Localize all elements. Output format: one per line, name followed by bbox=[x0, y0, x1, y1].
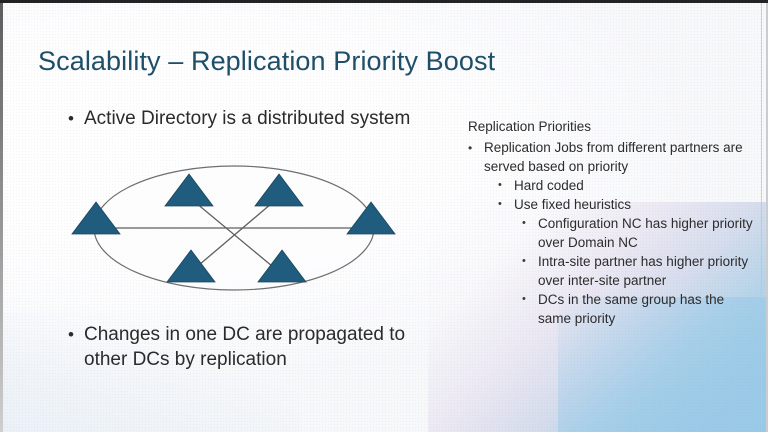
priority-item-hard-coded-text: Hard coded bbox=[514, 178, 584, 193]
slide-background-corner-gradient-inner bbox=[558, 297, 768, 432]
dc-node-top-right bbox=[254, 173, 304, 207]
bullet-marker-icon: • bbox=[498, 198, 502, 210]
bullet-marker-icon: • bbox=[522, 255, 526, 267]
priority-item-same-group-text: DCs in the same group has the same prior… bbox=[538, 292, 725, 326]
priority-item-configuration-nc: • Configuration NC has higher priority o… bbox=[468, 214, 760, 252]
priority-item-hard-coded: • Hard coded bbox=[468, 176, 760, 195]
dc-node-bottom-right bbox=[257, 249, 307, 283]
edge-topleft-to-bottomright bbox=[189, 197, 285, 277]
priority-item-same-group: • DCs in the same group has the same pri… bbox=[468, 290, 760, 328]
dc-node-right bbox=[346, 201, 396, 235]
bullet-marker-icon: • bbox=[468, 141, 473, 155]
bullet-marker-icon: • bbox=[498, 179, 502, 191]
left-bullet-changes-propagated: • Changes in one DC are propagated to ot… bbox=[68, 322, 428, 372]
replication-priorities-panel: Replication Priorities • Replication Job… bbox=[468, 118, 760, 328]
priority-item-replication-jobs: • Replication Jobs from different partne… bbox=[468, 139, 760, 176]
bullet-marker-icon: • bbox=[68, 109, 74, 128]
priority-item-configuration-nc-text: Configuration NC has higher priority ove… bbox=[538, 216, 753, 250]
left-bullet-active-directory: • Active Directory is a distributed syst… bbox=[68, 106, 428, 131]
bullet-marker-icon: • bbox=[68, 325, 74, 344]
replication-priorities-heading: Replication Priorities bbox=[468, 119, 592, 134]
dc-node-bottom-left bbox=[166, 249, 216, 283]
dc-node-left bbox=[71, 201, 121, 235]
video-frame-left-edge bbox=[0, 3, 3, 432]
page-title: Scalability – Replication Priority Boost bbox=[38, 46, 496, 76]
video-frame-top-bar bbox=[0, 0, 768, 3]
replication-topology-svg bbox=[71, 165, 396, 291]
priority-item-fixed-heuristics-text: Use fixed heuristics bbox=[514, 197, 632, 212]
priority-item-replication-jobs-text: Replication Jobs from different partners… bbox=[484, 140, 743, 174]
left-bullet-changes-propagated-text: Changes in one DC are propagated to othe… bbox=[84, 324, 406, 370]
bullet-marker-icon: • bbox=[522, 217, 526, 229]
diagram-edges bbox=[102, 197, 368, 277]
replication-topology-diagram bbox=[58, 152, 428, 320]
left-bullet-active-directory-text: Active Directory is a distributed system bbox=[84, 108, 411, 129]
dc-node-top-left bbox=[164, 173, 214, 207]
priority-item-fixed-heuristics: • Use fixed heuristics bbox=[468, 195, 760, 214]
priority-item-intra-site-partner: • Intra-site partner has higher priority… bbox=[468, 252, 760, 290]
slide-right-guideline bbox=[761, 3, 762, 432]
edge-topright-to-bottomleft bbox=[185, 197, 279, 277]
video-frame-right-edge bbox=[766, 3, 768, 432]
slide-background-left-wash bbox=[0, 312, 300, 432]
priority-item-intra-site-partner-text: Intra-site partner has higher priority o… bbox=[538, 254, 749, 288]
diagram-nodes bbox=[71, 173, 396, 283]
bullet-marker-icon: • bbox=[522, 293, 526, 305]
